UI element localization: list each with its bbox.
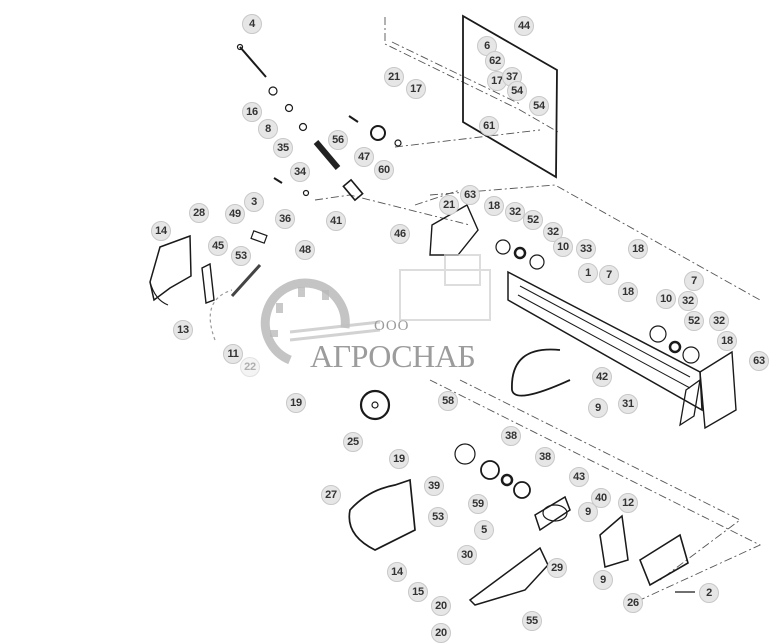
callout-part-20[interactable]: 20 (431, 623, 451, 643)
callout-part-18[interactable]: 18 (717, 331, 737, 351)
callout-part-52[interactable]: 52 (684, 311, 704, 331)
callout-part-25[interactable]: 25 (343, 432, 363, 452)
callout-part-54[interactable]: 54 (529, 96, 549, 116)
callout-part-52[interactable]: 52 (523, 210, 543, 230)
callout-part-31[interactable]: 31 (618, 394, 638, 414)
callout-part-22[interactable]: 22 (240, 357, 260, 377)
callout-part-47[interactable]: 47 (354, 147, 374, 167)
beam-31 (507, 270, 703, 412)
callout-part-17[interactable]: 17 (406, 79, 426, 99)
callout-part-46[interactable]: 46 (390, 224, 410, 244)
callout-part-8[interactable]: 8 (258, 119, 278, 139)
callout-part-7[interactable]: 7 (684, 271, 704, 291)
callout-part-2[interactable]: 2 (699, 583, 719, 603)
callout-part-10[interactable]: 10 (656, 289, 676, 309)
callout-part-21[interactable]: 21 (439, 195, 459, 215)
callout-part-42[interactable]: 42 (592, 367, 612, 387)
callout-part-12[interactable]: 12 (618, 493, 638, 513)
callout-part-21[interactable]: 21 (384, 67, 404, 87)
callout-part-58[interactable]: 58 (438, 391, 458, 411)
callout-part-53[interactable]: 53 (231, 246, 251, 266)
callout-part-41[interactable]: 41 (326, 211, 346, 231)
callout-part-26[interactable]: 26 (623, 593, 643, 613)
callout-part-36[interactable]: 36 (275, 209, 295, 229)
callout-part-19[interactable]: 19 (286, 393, 306, 413)
callout-part-7[interactable]: 7 (599, 265, 619, 285)
callout-part-9[interactable]: 9 (588, 398, 608, 418)
beam-teeth (517, 285, 691, 389)
callout-part-48[interactable]: 48 (295, 240, 315, 260)
callout-part-18[interactable]: 18 (484, 196, 504, 216)
callout-part-32[interactable]: 32 (678, 291, 698, 311)
callout-part-15[interactable]: 15 (408, 582, 428, 602)
callout-part-18[interactable]: 18 (628, 239, 648, 259)
callout-part-55[interactable]: 55 (522, 611, 542, 631)
callout-part-29[interactable]: 29 (547, 558, 567, 578)
callout-part-32[interactable]: 32 (709, 311, 729, 331)
callout-part-30[interactable]: 30 (457, 545, 477, 565)
callout-part-34[interactable]: 34 (290, 162, 310, 182)
callout-part-28[interactable]: 28 (189, 203, 209, 223)
callout-part-53[interactable]: 53 (428, 507, 448, 527)
callout-part-18[interactable]: 18 (618, 282, 638, 302)
callout-part-61[interactable]: 61 (479, 116, 499, 136)
callout-part-10[interactable]: 10 (553, 237, 573, 257)
callout-part-13[interactable]: 13 (173, 320, 193, 340)
callout-part-59[interactable]: 59 (468, 494, 488, 514)
callout-part-27[interactable]: 27 (321, 485, 341, 505)
callout-part-1[interactable]: 1 (578, 263, 598, 283)
callout-part-9[interactable]: 9 (578, 502, 598, 522)
callout-part-14[interactable]: 14 (151, 221, 171, 241)
callout-part-9[interactable]: 9 (593, 570, 613, 590)
callout-part-16[interactable]: 16 (242, 102, 262, 122)
callout-part-63[interactable]: 63 (749, 351, 769, 371)
callout-part-56[interactable]: 56 (328, 130, 348, 150)
callout-part-44[interactable]: 44 (514, 16, 534, 36)
callout-part-45[interactable]: 45 (208, 236, 228, 256)
callout-part-40[interactable]: 40 (591, 488, 611, 508)
callout-part-14[interactable]: 14 (387, 562, 407, 582)
callout-part-32[interactable]: 32 (505, 202, 525, 222)
panel-44 (462, 14, 558, 179)
callout-part-20[interactable]: 20 (431, 596, 451, 616)
callout-part-38[interactable]: 38 (501, 426, 521, 446)
callout-part-3[interactable]: 3 (244, 192, 264, 212)
callout-part-11[interactable]: 11 (223, 344, 243, 364)
callout-part-19[interactable]: 19 (389, 449, 409, 469)
callout-part-43[interactable]: 43 (569, 467, 589, 487)
callout-part-49[interactable]: 49 (225, 204, 245, 224)
callout-part-33[interactable]: 33 (576, 239, 596, 259)
callout-part-63[interactable]: 63 (460, 185, 480, 205)
callout-part-5[interactable]: 5 (474, 520, 494, 540)
callout-part-38[interactable]: 38 (535, 447, 555, 467)
callout-part-62[interactable]: 62 (485, 51, 505, 71)
callout-part-60[interactable]: 60 (374, 160, 394, 180)
callout-part-35[interactable]: 35 (273, 138, 293, 158)
callout-part-4[interactable]: 4 (242, 14, 262, 34)
callout-part-39[interactable]: 39 (424, 476, 444, 496)
callout-part-54[interactable]: 54 (507, 81, 527, 101)
